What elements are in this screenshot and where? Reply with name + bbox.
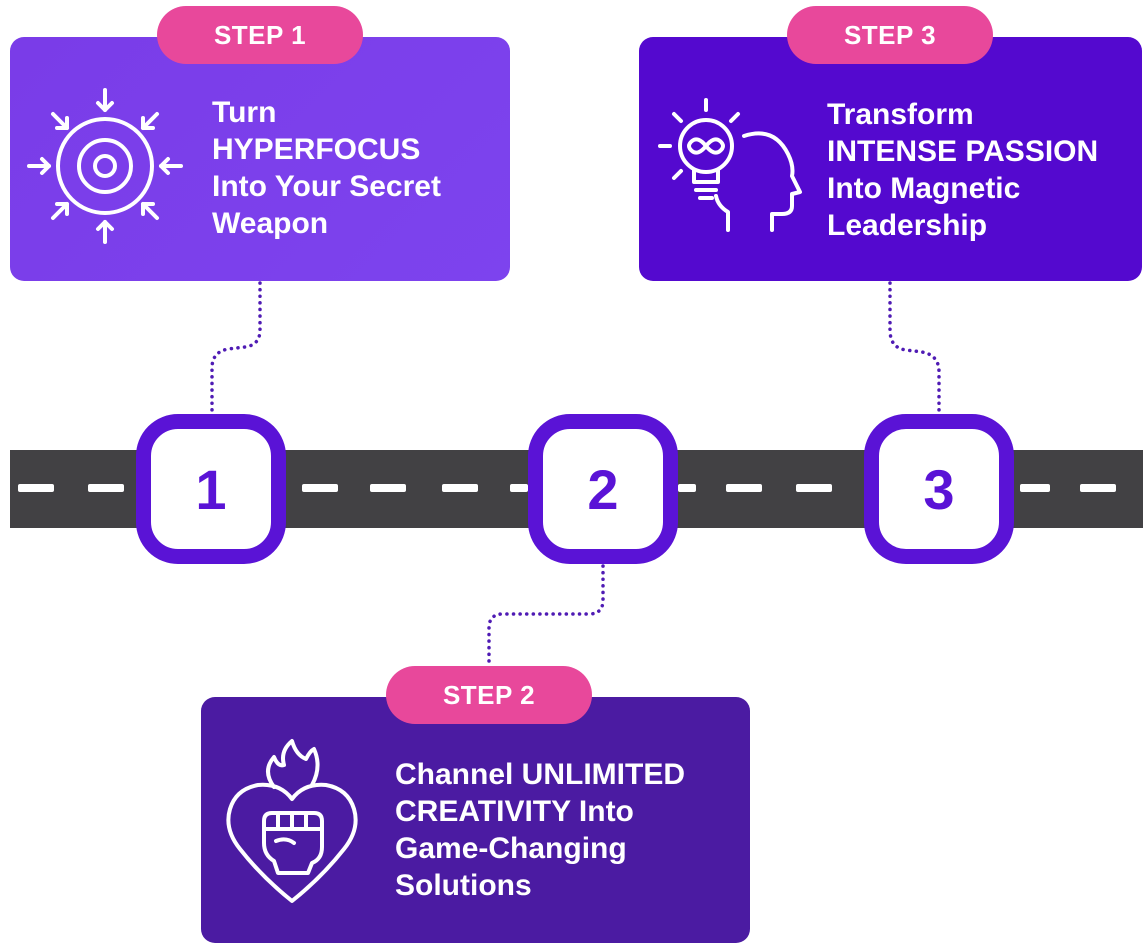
step-1-line: Weapon bbox=[212, 207, 329, 240]
lane-dash bbox=[1020, 484, 1050, 492]
step-1-card bbox=[10, 37, 510, 281]
step-1-badge: STEP 1 bbox=[157, 6, 363, 64]
step-3-line: Into Magnetic bbox=[827, 172, 1021, 205]
lane-dash bbox=[678, 484, 696, 492]
step-3-line: Transform bbox=[827, 98, 974, 131]
lane-dash bbox=[796, 484, 832, 492]
step-2-line: Game-Changing bbox=[395, 832, 627, 865]
lane-dash bbox=[726, 484, 762, 492]
lane-dash bbox=[370, 484, 406, 492]
step-3-marker: 3 bbox=[864, 414, 1014, 564]
lane-dash bbox=[302, 484, 338, 492]
flaming-heart-fist-icon bbox=[226, 739, 358, 903]
step-2-marker: 2 bbox=[528, 414, 678, 564]
target-focus-icon bbox=[27, 88, 183, 244]
lane-dash bbox=[442, 484, 478, 492]
head-lightbulb-infinity-icon bbox=[658, 98, 802, 232]
step-3-line: Leadership bbox=[827, 209, 988, 242]
lane-dash bbox=[88, 484, 124, 492]
step-3-badge: STEP 3 bbox=[787, 6, 993, 64]
step-1-line: HYPERFOCUS bbox=[212, 133, 421, 166]
step-2-line: CREATIVITY Into bbox=[395, 795, 634, 828]
step-2-line: Solutions bbox=[395, 869, 532, 902]
step-2-badge: STEP 2 bbox=[386, 666, 592, 724]
step-1-line: Into Your Secret bbox=[212, 170, 441, 203]
step-3-text: Transform INTENSE PASSION Into Magnetic … bbox=[827, 96, 1137, 244]
step-2-text: Channel UNLIMITED CREATIVITY Into Game-C… bbox=[395, 756, 735, 904]
step-1-line: Turn bbox=[212, 96, 277, 129]
connector-step-1 bbox=[210, 281, 262, 414]
connector-step-2 bbox=[487, 564, 605, 668]
lane-dash bbox=[18, 484, 54, 492]
connector-step-3 bbox=[888, 281, 941, 414]
step-1-text: Turn HYPERFOCUS Into Your Secret Weapon bbox=[212, 94, 502, 242]
step-1-marker: 1 bbox=[136, 414, 286, 564]
road-lane-dashes bbox=[18, 484, 1116, 492]
step-3-line: INTENSE PASSION bbox=[827, 135, 1099, 168]
step-2-line: Channel UNLIMITED bbox=[395, 758, 685, 791]
lane-dash bbox=[510, 484, 528, 492]
step-3-card bbox=[639, 37, 1142, 281]
lane-dash bbox=[1080, 484, 1116, 492]
